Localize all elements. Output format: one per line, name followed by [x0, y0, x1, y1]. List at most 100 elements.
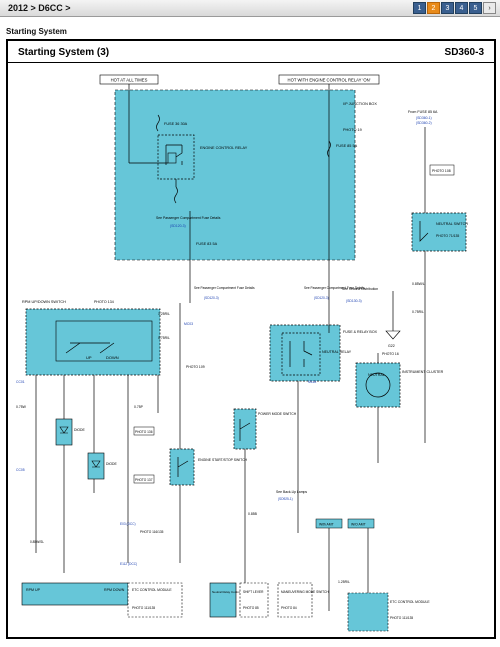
neutral-switch	[411, 212, 467, 252]
engine-start-stop-label: ENGINE START/STOP SWITCH	[198, 458, 248, 462]
hot-ecr-label: HOT WITH ENGINE CONTROL RELAY 'ON'	[288, 78, 371, 83]
sd120-ref-2: (SD120-3)	[204, 296, 219, 300]
m118-label: M118	[308, 380, 316, 384]
diode-2-label: DIODE	[106, 462, 117, 466]
photo-85-label: PHOTO 85	[243, 606, 259, 610]
sheet-title: Starting System (3)	[18, 47, 110, 58]
rpm-switch-box	[25, 308, 161, 376]
rpm-switch-label: RPM UP/DOWN SWITCH	[22, 300, 66, 304]
photo-84-label: PHOTO 84	[281, 606, 297, 610]
ip-jbox-label: I/P JUNCTION BOX	[343, 102, 377, 106]
rpm-down-label: DOWN	[106, 355, 119, 360]
schematic-sheet: Starting System (3) SD360-3 HOT AT ALL T…	[6, 39, 496, 639]
sd925-ref: (SD925-1)	[278, 497, 293, 501]
photo-109-label: PHOTO 109	[186, 365, 205, 369]
wire-075-main: 0.75R/L	[158, 336, 170, 340]
neutral-relay-control-label: Neutral Relay Control	[212, 590, 241, 594]
wire-085ws-1: 0.85W/SL	[30, 540, 44, 544]
next-page-button[interactable]: ›	[483, 2, 496, 14]
sd120-ref-1: (SD120-3)	[170, 224, 186, 228]
etc-module-right	[347, 592, 389, 632]
e112-ref: E112 (DCC)	[120, 562, 137, 566]
photo-16-label: PHOTO 16	[382, 352, 399, 356]
rpm-module-box	[21, 582, 129, 606]
top-toolbar: 2012 > D6CC > 1 2 3 4 5 ›	[0, 0, 500, 17]
wire-075-right: 0.75R/L	[412, 310, 424, 314]
neutral-relay-label: NEUTRAL RELAY	[322, 350, 352, 354]
power-mode-label: POWER MODE SWITCH	[258, 412, 297, 416]
with-amt-label: With AMT	[319, 523, 334, 527]
rpm-up-module-label: RPM UP	[26, 588, 41, 592]
photo-111-left: PHOTO 111/135	[132, 606, 155, 610]
photo-116-label: PHOTO 116/135	[140, 530, 164, 534]
instrument-cluster-label: INSTRUMENT CLUSTER	[402, 370, 444, 374]
section-title: Starting System	[6, 27, 67, 36]
wire-075w-1: 0.75W	[16, 405, 27, 409]
wire-085w-right: 0.85W/L	[412, 282, 425, 286]
neutral-label: NEUTRAL	[368, 373, 385, 377]
page-button-5[interactable]: 5	[469, 2, 482, 14]
hot-all-times-label: HOT AT ALL TIMES	[111, 78, 148, 83]
wire-075p-1: 0.75P	[134, 405, 144, 409]
cc01-ref-left: CC01	[16, 380, 25, 384]
maneuvering-switch-box	[277, 582, 313, 618]
page-button-1[interactable]: 1	[413, 2, 426, 14]
sd360-2-ref: (SD360-2)	[416, 121, 432, 125]
see-passenger-label-1: See Passenger Compartment Fuse Details	[156, 216, 221, 220]
see-passenger-label-2: See Passenger Compartment Fuse Details	[194, 286, 255, 290]
from-fuse-label: From FUSE 85 6A	[408, 110, 438, 114]
fuse-relay-box-label: FUSE & RELAY BOX	[343, 330, 378, 334]
ecr-label: ENGINE CONTROL RELAY	[200, 146, 248, 150]
sd120-ref-3: (SD120-3)	[314, 296, 329, 300]
wire-085b-1: 0.85B	[248, 512, 258, 516]
instrument-cluster	[355, 362, 401, 408]
mc03-ref: MC03	[184, 322, 193, 326]
photo-136-box	[133, 426, 155, 436]
cc05-ref-left: CC05	[16, 468, 25, 472]
shift-lever-label: SHIFT LEVER	[243, 590, 264, 594]
title-divider	[8, 62, 494, 63]
maneuvering-switch-label: MANEUVERING MODE SWITCH	[281, 590, 329, 594]
etc-module-right-label: ETC CONTROL MODULE	[390, 600, 430, 604]
neutral-relay	[281, 332, 321, 376]
diode-2	[87, 452, 105, 480]
breadcrumb[interactable]: 2012 > D6CC >	[8, 3, 71, 13]
fuse-83-label: FUSE 83 5A	[196, 242, 218, 246]
rpm-down-module-label: RPM DOWN	[104, 588, 125, 592]
fuse-36-label: FUSE 36 30A	[164, 122, 188, 126]
page-button-4[interactable]: 4	[455, 2, 468, 14]
neutral-relay-control-box	[209, 582, 237, 618]
wire-125-right: 1.25R/L	[338, 580, 350, 584]
photo-134-label: PHOTO 134	[94, 300, 114, 304]
fuse-85-label: FUSE 85 5A	[336, 144, 358, 148]
page-button-2[interactable]: 2	[427, 2, 440, 14]
diode-1	[55, 418, 73, 446]
wo-amt-label: W/O AMT	[351, 523, 366, 527]
photo-19-label: PHOTO 19	[343, 128, 362, 132]
photo-111-right: PHOTO 111/135	[390, 616, 413, 620]
page-button-3[interactable]: 3	[441, 2, 454, 14]
sheet-code: SD360-3	[444, 47, 484, 58]
wiring-diagram: HOT AT ALL TIMES HOT WITH ENGINE CONTROL…	[16, 74, 468, 632]
sd130-ref: (SD130-3)	[346, 299, 362, 303]
diode-1-label: DIODE	[74, 428, 85, 432]
etc-module-left-label: ETC CONTROL MODULE	[132, 588, 172, 592]
photo-71-label: PHOTO 71/135	[436, 234, 459, 238]
rpm-switch-inner	[55, 320, 153, 362]
see-backup-label: See Back-Up Lamps	[276, 490, 307, 494]
see-ground-label: See Ground Distribution	[342, 287, 378, 291]
engine-start-stop-switch	[169, 448, 195, 486]
shift-lever-box	[239, 582, 269, 618]
power-mode-switch	[233, 408, 257, 450]
sd360-1-ref: (SD360-1)	[416, 116, 432, 120]
see-passenger-label-3: See Passenger Compartment Fuse Details	[304, 286, 365, 290]
photo-108-box	[429, 164, 455, 176]
wo-amt-box	[347, 518, 375, 529]
ecr-shaded-box	[114, 89, 356, 261]
etc-module-left	[127, 582, 183, 618]
photo-137-label: PHOTO 137	[135, 478, 153, 482]
e03-ref: E03 (DCC)	[120, 522, 136, 526]
photo-108-label: PHOTO 108	[432, 169, 451, 173]
wire-125-main: 1.25R/L	[158, 312, 170, 316]
page-navigator: 1 2 3 4 5 ›	[413, 2, 496, 14]
